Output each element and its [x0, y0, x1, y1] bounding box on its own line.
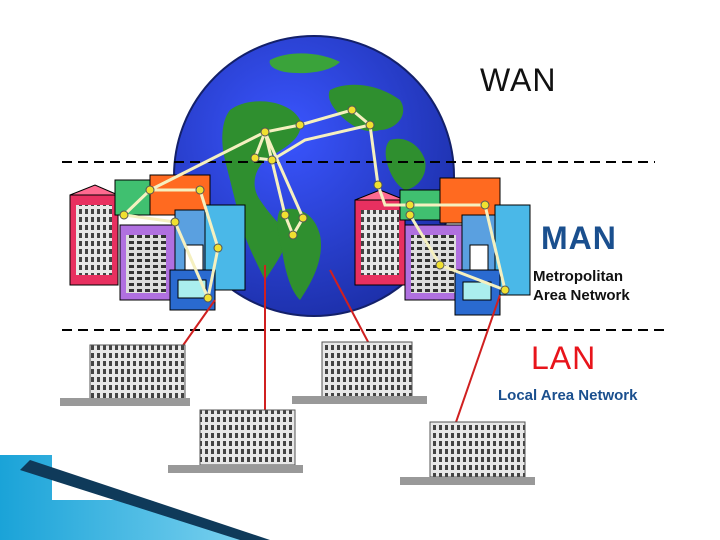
man-description-line2: Area Network	[533, 287, 630, 304]
slide-base-decoration	[0, 455, 270, 540]
man-description: Metropolitan Area Network	[533, 267, 683, 305]
man-description-line1: Metropolitan	[533, 268, 623, 285]
lan-label: LAN	[531, 340, 597, 376]
office-building-icon	[168, 409, 303, 473]
office-building-icon	[400, 421, 535, 485]
building-cluster-icon	[69, 174, 246, 311]
lan-description: Local Area Network	[498, 387, 638, 404]
office-building-icon	[292, 341, 427, 404]
office-building-icon	[60, 344, 190, 406]
man-label: MAN	[541, 220, 617, 256]
wan-label: WAN	[480, 62, 557, 98]
wan-nodes	[119, 105, 510, 303]
